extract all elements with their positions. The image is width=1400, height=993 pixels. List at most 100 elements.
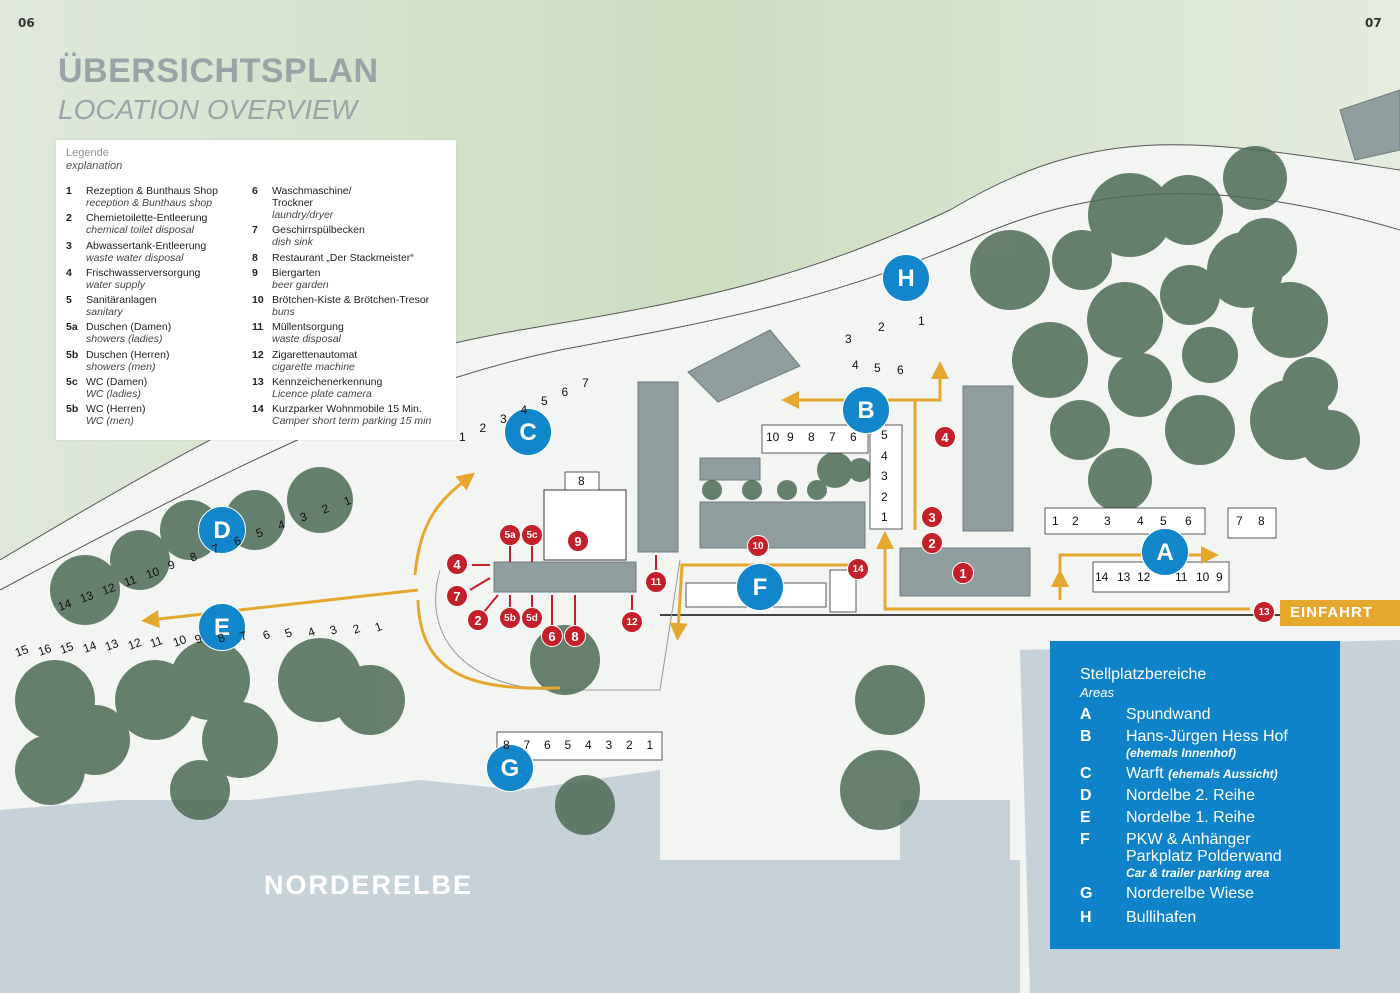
- areas-heading-en: Areas: [1080, 685, 1114, 700]
- legend-key: 13: [252, 376, 264, 389]
- area-name: Hans-Jürgen Hess Hof: [1126, 728, 1288, 745]
- legend-key: 5b: [66, 348, 79, 361]
- river-water-mid: [660, 860, 1020, 993]
- area-item-a: A Spundwand: [1080, 706, 1211, 723]
- trees: [15, 146, 1360, 835]
- route-arrows: [141, 361, 1250, 690]
- area-name: Nordelbe 2. Reihe: [1126, 787, 1255, 804]
- legend-text-en: waste disposal: [272, 333, 341, 346]
- building-9: [543, 489, 627, 561]
- area-subtitle: (ehemals Aussicht): [1168, 767, 1278, 781]
- legend-text-2: Trockner: [272, 197, 314, 209]
- area-name: Nordelbe 1. Reihe: [1126, 809, 1255, 826]
- legend-key: 14: [252, 403, 264, 416]
- legend-text-en: laundry/dryer: [272, 209, 334, 221]
- legend-text-en: buns: [272, 306, 295, 319]
- legend-text: Kurzparker Wohnmobile 15 Min.: [272, 403, 422, 416]
- legend-text-en: beer garden: [272, 278, 329, 291]
- page-title: ÜBERSICHTSPLAN: [58, 52, 379, 90]
- legend-panel: Legende explanation 1 Rezeption & Bunthau…: [56, 140, 456, 440]
- area-name: Bullihafen: [1126, 909, 1197, 926]
- page-number-right: 07: [1365, 16, 1382, 30]
- area-name: Norderelbe Wiese: [1126, 885, 1255, 902]
- legend-text: Brötchen-Kiste & Brötchen-Tresor: [272, 294, 430, 307]
- legend-key: 6: [252, 185, 258, 197]
- legend-key: 1: [66, 185, 72, 197]
- legend-key: 2: [66, 212, 72, 225]
- legend-key: 9: [252, 266, 258, 279]
- legend-text: Abwassertank-Entleerung: [86, 239, 207, 252]
- legend-text-en: reception & Bunthaus shop: [86, 197, 213, 209]
- legend-text-en: sanitary: [86, 306, 123, 319]
- legend-text-en: dish sink: [272, 236, 313, 249]
- legend-text-en: Licence plate camera: [272, 388, 372, 401]
- legend-text-en: showers (men): [86, 360, 156, 373]
- legend-text: Rezeption & Bunthaus Shop: [86, 185, 218, 197]
- legend-key: 5a: [66, 321, 78, 334]
- legend-text-en: WC (men): [86, 415, 134, 428]
- area-subtitle: (ehemals Innenhof): [1126, 746, 1237, 760]
- area-item-e: E Nordelbe 1. Reihe: [1080, 809, 1255, 826]
- legend-key: 7: [252, 224, 258, 237]
- legend-key: 12: [252, 348, 264, 361]
- legend-text: Sanitäranlagen: [86, 294, 157, 307]
- legend-text-en: showers (ladies): [86, 333, 163, 346]
- legend-text: Geschirrspülbecken: [272, 224, 365, 237]
- legend-key: 5c: [66, 376, 78, 389]
- area-key: A: [1080, 706, 1092, 723]
- area-name-2: Parkplatz Polderwand: [1126, 848, 1282, 865]
- river-water: [0, 770, 660, 993]
- legend-heading-en: explanation: [66, 160, 123, 172]
- legend-item: 14 Kurzparker Wohnmobile 15 Min.Camper sh…: [252, 403, 452, 427]
- area-key: F: [1080, 831, 1090, 848]
- legend-text-en: cigarette machine: [272, 360, 355, 373]
- legend-text: Kennzeichenerkennung: [272, 376, 383, 389]
- area-key: H: [1080, 909, 1092, 926]
- entrance-label: EINFAHRT: [1280, 600, 1400, 626]
- legend-key: 4: [66, 266, 72, 279]
- area-key: C: [1080, 765, 1092, 782]
- area-name: Warft: [1126, 765, 1164, 782]
- legend-key: 8: [252, 251, 258, 264]
- area-item-d: D Nordelbe 2. Reihe: [1080, 787, 1255, 804]
- legend-text-en: water supply: [86, 278, 145, 291]
- legend-key: 3: [66, 239, 72, 252]
- area-key: D: [1080, 787, 1092, 804]
- facility-pointers: [469, 545, 657, 625]
- legend-text-en: chemical toilet disposal: [86, 224, 194, 237]
- legend-text-en: waste water disposal: [86, 251, 184, 264]
- legend-text: WC (Herren): [86, 403, 146, 416]
- legend-text-en: Camper short term parking 15 min: [272, 415, 432, 428]
- legend-item: 5b WC (Herren)WC (men): [66, 403, 256, 427]
- area-key: E: [1080, 809, 1091, 826]
- legend-key: 5: [66, 294, 72, 307]
- legend-text: Chemietoilette-Entleerung: [86, 212, 208, 225]
- legend-heading: Legende: [66, 147, 109, 159]
- legend-key: 11: [252, 321, 264, 334]
- legend-text: Müllentsorgung: [272, 321, 344, 334]
- legend-key: 5b: [66, 403, 79, 416]
- area-name: Spundwand: [1126, 706, 1211, 723]
- page-subtitle: LOCATION OVERVIEW: [58, 94, 358, 125]
